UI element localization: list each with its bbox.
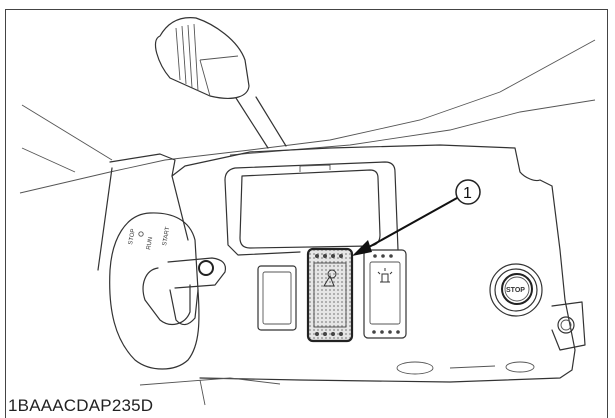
work-light-icon: [323, 269, 337, 287]
stop-button: STOP: [489, 263, 543, 317]
svg-text:STOP: STOP: [128, 228, 137, 245]
callout-1: 1: [352, 179, 481, 256]
key-switch: STOP RUN START: [109, 212, 227, 370]
blank-switch-cover: [257, 265, 297, 331]
beacon-switch: [363, 249, 407, 339]
beacon-icon: [377, 268, 393, 283]
figure-frame: [5, 9, 608, 418]
callout-number: 1: [463, 185, 472, 202]
display-cover: [224, 161, 399, 256]
joystick-lever: [155, 17, 287, 149]
figure-caption-code: 1BAAACDAP235D: [8, 396, 154, 415]
svg-text:STOP: STOP: [506, 287, 525, 294]
mounting-bolt: [551, 301, 586, 351]
svg-text:RUN: RUN: [146, 237, 154, 251]
svg-text:START: START: [162, 226, 171, 246]
work-light-switch: [306, 247, 354, 343]
